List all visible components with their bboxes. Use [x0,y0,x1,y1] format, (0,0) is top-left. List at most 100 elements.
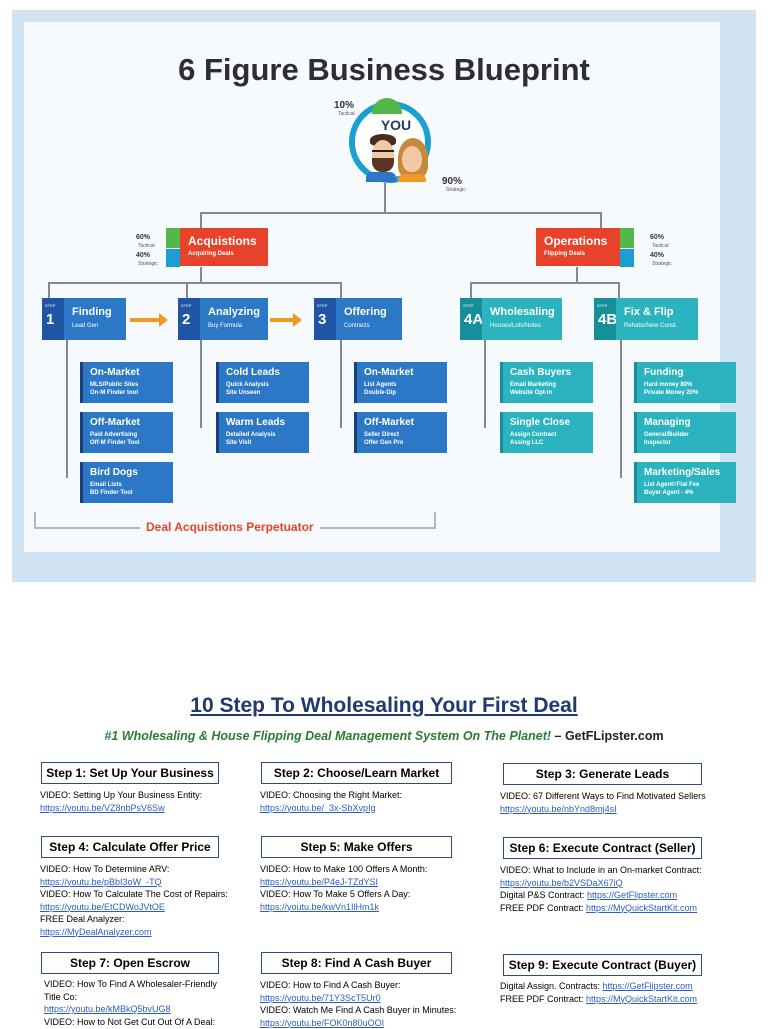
card-line-1: Quick Analysis [226,382,269,388]
connector-top-horizontal [200,212,602,214]
text-line: Title Co: [44,991,217,1004]
perpetuator-label: Deal Acquistions Perpetuator [140,520,320,534]
spine-3 [340,340,342,428]
operations-hub: Operations Flipping Deals [536,228,620,266]
you-tactical-label: Tactical [338,111,355,117]
text-label: FREE PDF Contract: [500,903,586,913]
arrow-1-to-2 [130,318,160,322]
connector-s2 [186,282,188,298]
video-link[interactable]: https://youtu.be/nbYnd8mj4sI [500,803,706,816]
video-link[interactable]: https://youtu.be/71Y3ScT5Ur0 [260,992,456,1005]
ops-tactical-tab [620,228,634,248]
video-link[interactable]: https://youtu.be/P4eJ-TZdYSI [260,876,427,889]
step-9-text: Digital Assign. Contracts: https://GetFl… [500,980,697,1005]
step-1-number: 1 [46,311,54,328]
text-line: VIDEO: How To Calculate The Cost of Repa… [40,888,228,901]
step-1-box: Step 1: Set Up Your Business [41,762,219,784]
card-off-market-offering: Off-Market Seller Direct Offer Gen Pro [354,412,447,453]
step-2-subtitle: Buy Formula [208,323,242,329]
video-link[interactable]: https://youtu.be/kMBkQ5bvUG8 [44,1003,217,1016]
connector-you-down [384,183,386,213]
card-title: Managing [644,417,691,428]
card-warm-leads: Warm Leads Detailed Analysis Site Visit [216,412,309,453]
card-line-2: Private Money 20% [644,390,698,396]
step-6-box: Step 6: Execute Contract (Seller) [503,837,702,859]
video-link[interactable]: https://youtu.be/_3x-SbXvpIg [260,802,402,815]
step-5-box: Step 5: Make Offers [261,836,452,858]
flipster-link[interactable]: https://GetFlipster.com [603,981,693,991]
step-3-text: VIDEO: 67 Different Ways to Find Motivat… [500,790,706,815]
text-label: Digital Assign. Contracts: [500,981,603,991]
step-3-number: 3 [318,311,326,328]
connector-acq-horizontal [48,282,342,284]
card-title: Funding [644,367,683,378]
step-2-title: Analyzing [208,306,260,318]
card-title: Cold Leads [226,367,280,378]
card-title: Warm Leads [226,417,285,428]
card-line-2: Assing LLC [510,440,543,446]
text-line: VIDEO: How to Not Get Cut Out Of A Deal: [44,1016,217,1029]
card-line-1: Email Marketing [510,382,556,388]
card-on-market-offering: On-Market List Agents Double-Dip [354,362,447,403]
flipster-link[interactable]: https://GetFlipster.com [587,890,677,900]
text-line: FREE Deal Analyzer: [40,913,228,926]
step-1-step-word: STEP [45,303,55,308]
video-link[interactable]: https://youtu.be/VZ8nbPsV6Sw [40,802,202,815]
card-marketing-sales: Marketing/Sales List Agent=Flat Fee Buye… [634,462,736,503]
text-line: VIDEO: 67 Different Ways to Find Motivat… [500,790,706,803]
connector-s3 [340,282,342,298]
step-4a-number: 4A [464,311,483,328]
card-line-1: Hard money 80% [644,382,692,388]
card-line-1: Email Lists [90,482,122,488]
card-line-2: Off-M Finder Tool [90,440,140,446]
step-3-title: Offering [344,306,387,318]
card-cold-leads: Cold Leads Quick Analysis Site Unseen [216,362,309,403]
analyzer-link[interactable]: https://MyDealAnalyzer.com [40,926,228,939]
card-line-1: MLS/Public Sites [90,382,138,388]
video-link[interactable]: https://youtu.be/kwVn1IlHm1k [260,901,427,914]
operations-title: Operations [544,234,607,248]
video-link[interactable]: https://youtu.be/pBbI3oW_-TQ [40,876,228,889]
spine-4b [620,340,622,478]
video-link[interactable]: https://youtu.be/FOK0n80uOOI [260,1017,456,1029]
step-4a-subtitle: Houses/Lots/Notes [490,323,541,329]
connector-right-down [600,212,602,228]
video-link[interactable]: https://youtu.be/EtCDWoJVtOE [40,901,228,914]
connector-acq-down [200,267,202,283]
acquisitions-title: Acquistions [188,234,257,248]
text-line: Digital Assign. Contracts: https://GetFl… [500,980,697,993]
guide-heading-text: 10 Step To Wholesaling Your First Deal [190,694,577,717]
card-managing: Managing General/Builder Inspector [634,412,736,453]
step-4b-subtitle: Rehabs/New Const. [624,323,677,329]
acq-tactical-label: Tactical [138,243,155,249]
text-label: FREE PDF Contract: [500,994,586,1004]
woman-face-icon [402,146,422,172]
card-line-2: Site Unseen [226,390,260,396]
ops-tactical-pct: 60% [650,234,664,241]
spine-4a [484,340,486,428]
step-1-subtitle: Lead Gen [72,323,98,329]
you-strategic-label: Strategic [446,187,466,193]
card-line-1: Assign Contract [510,432,556,438]
guide-tagline: #1 Wholesaling & House Flipping Deal Man… [0,729,768,743]
text-line: FREE PDF Contract: https://MyQuickStartK… [500,902,702,915]
video-link[interactable]: https://youtu.be/b2VSDaX67iQ [500,877,702,890]
quickstart-link[interactable]: https://MyQuickStartKit.com [586,903,697,913]
step-2-box: Step 2: Choose/Learn Market [261,762,452,784]
text-line: VIDEO: Setting Up Your Business Entity: [40,789,202,802]
card-off-market-finding: Off-Market Paid Advertising Off-M Finder… [80,412,173,453]
quickstart-link[interactable]: https://MyQuickStartKit.com [586,994,697,1004]
acq-tactical-pct: 60% [136,234,150,241]
step-7-text: VIDEO: How To Find A Wholesaler-Friendly… [44,978,217,1028]
step-4a-title: Wholesaling [490,306,555,318]
step-9-box: Step 9: Execute Contract (Buyer) [503,954,702,976]
step-4b-step-word: STEP [597,303,607,308]
card-line-2: Buyer Agent - 4% [644,490,693,496]
spine-1 [66,340,68,478]
card-on-market-finding: On-Market MLS/Public Sites On-M Finder t… [80,362,173,403]
card-line-1: List Agents [364,382,396,388]
text-line: FREE PDF Contract: https://MyQuickStartK… [500,993,697,1006]
